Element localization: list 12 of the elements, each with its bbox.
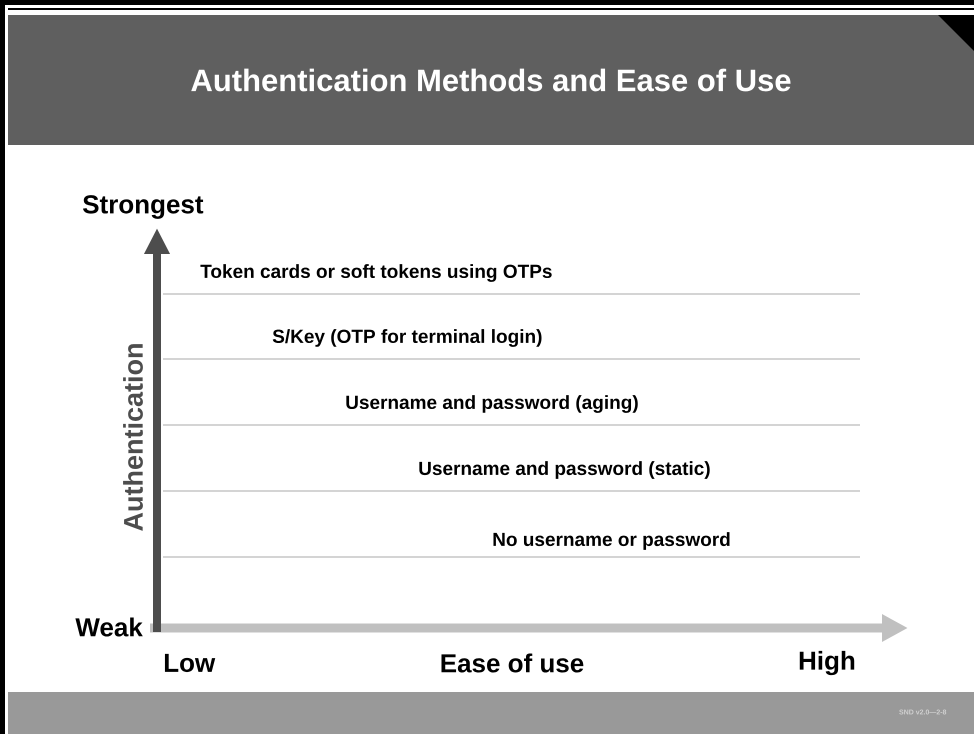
title-banner: Authentication Methods and Ease of Use: [8, 15, 974, 145]
axis-label: Low: [164, 654, 216, 672]
level-label: Username and password (static): [419, 461, 710, 479]
level-label: No username or password: [493, 532, 730, 550]
axis-label: Weak: [75, 617, 143, 637]
axis-label: Strongest: [82, 195, 204, 219]
axis-label: High: [800, 650, 854, 676]
axis-title: Ease of use: [442, 653, 584, 673]
level-label: Username and password (aging): [346, 395, 638, 413]
axis-title: Authentication: [123, 344, 143, 531]
level-label: Token cards or soft tokens using OTPs: [200, 264, 552, 282]
level-label: S/Key (OTP for terminal login): [272, 329, 542, 347]
